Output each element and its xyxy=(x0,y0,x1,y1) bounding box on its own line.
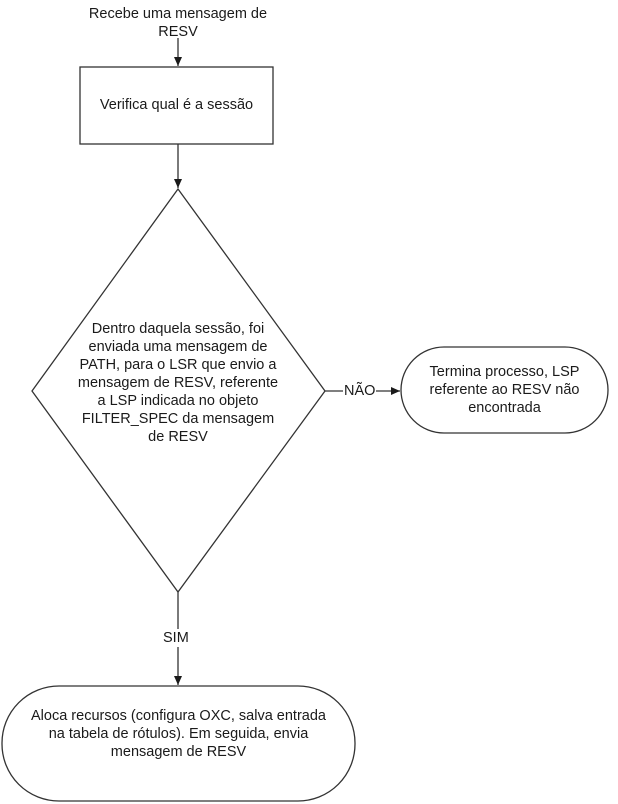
allocate-text-line: Aloca recursos (configura OXC, salva ent… xyxy=(31,708,326,724)
start-label: Recebe uma mensagem de RESV xyxy=(58,5,298,41)
decision-text-line: PATH, para o LSR que envio a xyxy=(79,357,277,373)
terminator-end-not-found xyxy=(400,346,609,434)
decision-text: Dentro daquela sessão, foi enviada uma m… xyxy=(58,320,298,446)
decision-text-line: mensagem de RESV, referente xyxy=(77,375,279,391)
allocate-text: Aloca recursos (configura OXC, salva ent… xyxy=(2,707,355,761)
decision-text-line: enviada uma mensagem de xyxy=(88,339,268,355)
allocate-text-line: na tabela de rótulos). Em seguida, envia xyxy=(48,726,309,742)
terminator-allocate xyxy=(1,685,356,802)
end-not-found-text-line: Termina processo, LSP xyxy=(429,364,580,380)
end-not-found-text-line: referente ao RESV não xyxy=(429,382,580,398)
decision-text-line: Dentro daquela sessão, foi xyxy=(91,321,265,337)
edge-label-yes: SIM xyxy=(162,629,190,647)
start-label-line: Recebe uma mensagem de xyxy=(88,6,268,22)
process-box-verifica-sessao xyxy=(79,66,274,145)
end-not-found-text: Termina processo, LSP referente ao RESV … xyxy=(401,363,608,417)
process-text-line: Verifica qual é a sessão xyxy=(99,97,254,113)
process-text: Verifica qual é a sessão xyxy=(80,96,273,114)
end-not-found-text-line: encontrada xyxy=(468,400,541,416)
decision-text-line: de RESV xyxy=(148,429,208,445)
edge-label-no: NÃO xyxy=(343,382,377,400)
allocate-text-line: mensagem de RESV xyxy=(110,744,247,760)
decision-text-line: a LSP indicada no objeto xyxy=(97,393,259,409)
decision-text-line: FILTER_SPEC da mensagem xyxy=(81,411,275,427)
start-label-line: RESV xyxy=(158,24,198,40)
